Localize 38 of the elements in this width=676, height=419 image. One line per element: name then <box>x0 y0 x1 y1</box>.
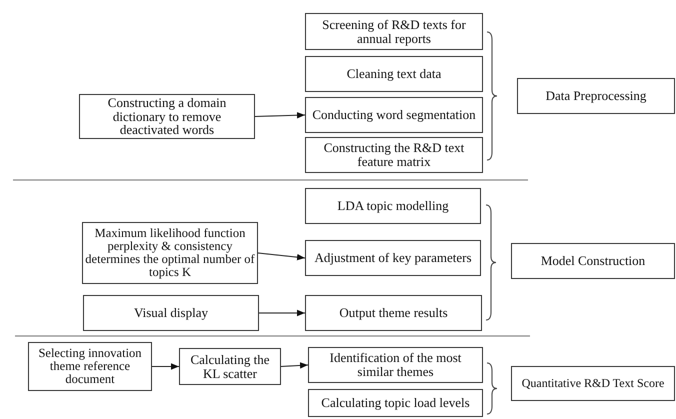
arrow <box>152 363 180 370</box>
process-box <box>305 295 482 331</box>
process-box <box>83 295 259 331</box>
box-text: Selecting innovation theme reference document <box>37 346 143 386</box>
box-text: Calculating topic load levels <box>321 396 470 410</box>
process-box <box>305 13 483 50</box>
box-text: Screening of R&D texts for annual reports <box>321 18 467 46</box>
box-text: Quantitative R&D Text Score <box>522 377 664 390</box>
arrow <box>280 362 308 369</box>
arrow <box>258 310 306 316</box>
process-box <box>305 56 483 92</box>
process-box <box>79 94 255 139</box>
box-text: LDA topic modelling <box>337 199 449 213</box>
process-box <box>305 137 483 173</box>
process-box <box>308 389 483 417</box>
box-text: Constructing the R&D text feature matrix <box>322 141 466 169</box>
process-box <box>179 348 281 385</box>
box-text: Maximum likelihood function perplexity & consistency determines the optimal number of topics K <box>85 226 255 280</box>
box-text: Visual display <box>134 306 208 320</box>
process-box <box>511 243 675 279</box>
box-text: Constructing a domain dictionary to remove deactivated words <box>106 96 228 137</box>
box-text: Identification of the most similar themes <box>328 351 462 379</box>
arrow <box>254 112 306 118</box>
box-text: Model Construction <box>540 254 646 268</box>
process-box <box>511 366 675 401</box>
arrow <box>258 252 306 260</box>
process-box <box>305 188 481 224</box>
process-box <box>517 78 675 114</box>
box-text: Adjustment of key parameters <box>314 251 472 265</box>
box-text: Conducting word segmentation <box>312 108 476 122</box>
box-text: Data Preprocessing <box>546 89 646 103</box>
process-box <box>305 97 483 133</box>
process-box <box>308 347 483 383</box>
box-text: Output theme results <box>339 306 448 320</box>
box-text: Cleaning text data <box>346 67 442 81</box>
process-box <box>28 342 152 391</box>
process-box <box>305 240 481 276</box>
box-text: Calculating the KL scatter <box>189 352 271 380</box>
